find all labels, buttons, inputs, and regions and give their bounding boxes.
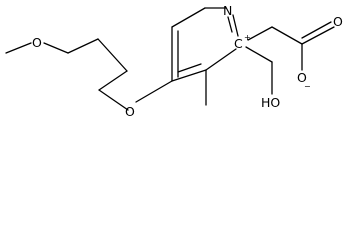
pyridine-ring xyxy=(171,7,239,82)
ring-bond-c2-c3 xyxy=(205,48,237,71)
chemical-structure: O O N C + HO O O − xyxy=(5,3,343,119)
ring-bond-n-c2 xyxy=(232,14,239,37)
methoxypropoxy-chain xyxy=(5,38,173,111)
ring-nitrogen-label: N xyxy=(223,3,232,18)
methoxy-oxygen-label: O xyxy=(32,35,42,50)
hydroxyl-label: HO xyxy=(261,95,280,110)
ring-bond-c3-c4 xyxy=(171,69,207,82)
bond-c2-acetate xyxy=(247,26,273,41)
carboxylate-oxygen-label: O xyxy=(297,70,307,85)
bond-carbonyl-double xyxy=(301,21,332,39)
bond-o-ring xyxy=(135,80,173,103)
ring-bond-n-c2-inner xyxy=(227,16,233,33)
bond-methyl-o xyxy=(5,42,32,54)
bond-c2-c3 xyxy=(97,38,128,72)
bond-carbonyl xyxy=(301,26,335,45)
bond-o-c1 xyxy=(43,42,69,54)
ring-bond-c3-c4-inner xyxy=(177,63,202,73)
substituents xyxy=(205,21,335,106)
bond-c3-c4 xyxy=(98,70,128,91)
ether-oxygen-label: O xyxy=(125,104,135,119)
carbonyl-oxygen-label: O xyxy=(333,14,343,29)
ring-carbon-label: C xyxy=(234,36,243,51)
bond-c1-c2 xyxy=(67,38,99,54)
carbon-charge-label: + xyxy=(244,33,251,42)
carboxylate-charge-label: − xyxy=(304,82,311,91)
bond-c4-o xyxy=(98,89,129,111)
bond-c2-ch2 xyxy=(245,46,273,63)
ring-bond-c5-c6 xyxy=(171,7,206,28)
bond-acetate-carboxyl xyxy=(271,26,303,45)
